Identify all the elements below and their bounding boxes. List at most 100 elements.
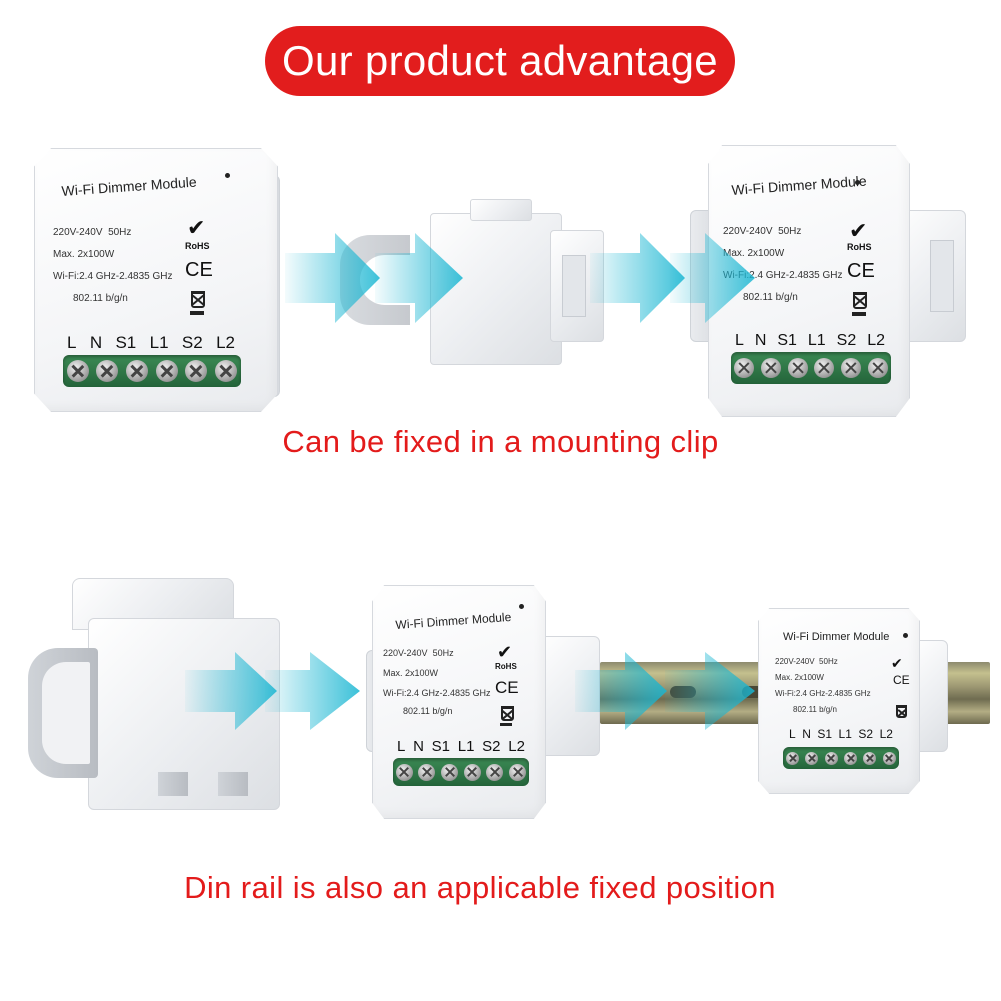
weee-bin-icon [191,291,205,308]
module-title: Wi-Fi Dimmer Module [395,609,512,632]
screw-terminal-icon [486,763,504,781]
rohs-mark: RoHS [495,662,517,671]
terminal-label: N [89,333,103,352]
terminal-label: N [413,738,424,755]
check-mark-icon: ✔ [891,655,903,671]
weee-bin-icon [853,292,867,309]
page-title: Our product advantage [265,26,735,96]
adapter-foot [158,772,188,796]
check-mark-icon: ✔ [187,215,206,240]
module-spec-voltage: 220V-240V 50Hz [723,226,802,237]
module-spec-wifi: Wi-Fi:2.4 GHz-2.4835 GHz [775,689,871,698]
terminal-label: S1 [777,332,797,349]
check-mark-icon: ✔ [497,642,513,662]
terminal-label: L [789,727,796,741]
check-mark-icon: ✔ [849,218,868,243]
screw-terminal-icon [66,360,89,382]
module-spec-voltage: 220V-240V 50Hz [53,227,132,238]
terminal-label: L2 [508,738,525,755]
module-title: Wi-Fi Dimmer Module [731,172,868,198]
arrow-right-icon [185,652,360,730]
screw-terminal-block [783,747,899,769]
module-spec-wifi: Wi-Fi:2.4 GHz-2.4835 GHz [723,270,843,281]
ce-mark: CE [185,259,213,281]
screw-terminal-icon [215,360,238,382]
terminal-label: L1 [838,727,852,741]
module-spec-wifi: Wi-Fi:2.4 GHz-2.4835 GHz [53,271,173,282]
rohs-mark: RoHS [185,241,210,251]
weee-bar [190,311,204,315]
arrow-right-icon [575,652,755,730]
module-indicator-dot [519,604,524,609]
module-spec-wifi: Wi-Fi:2.4 GHz-2.4835 GHz [383,688,491,698]
screw-terminal-icon [824,751,838,765]
screw-terminal-icon [734,358,755,378]
screw-terminal-icon [814,358,835,378]
terminal-labels: L N S1 L1 S2 L2 [67,333,235,353]
screw-terminal-icon [185,360,208,382]
screw-terminal-icon [155,360,178,382]
screw-terminal-icon [867,358,888,378]
adapter-side-inner [42,662,90,764]
caption-mounting-clip: Can be fixed in a mounting clip [282,424,719,459]
weee-bar [852,312,866,316]
module-spec-power: Max. 2x100W [723,248,785,259]
ce-mark: CE [847,260,875,282]
terminal-labels: L N S1 L1 S2 L2 [735,332,885,350]
screw-terminal-icon [863,751,877,765]
terminal-label: N [802,727,811,741]
terminal-label: L2 [216,333,235,352]
module-spec-power: Max. 2x100W [775,673,824,682]
module-spec-power: Max. 2x100W [53,249,115,260]
terminal-label: S1 [115,333,137,352]
screw-terminal-block [393,758,529,786]
din-rail-adapter [28,578,288,818]
terminal-label: L [735,332,744,349]
weee-bar [500,723,512,726]
dimmer-module: Wi-Fi Dimmer Module 220V-240V 50Hz Max. … [34,148,278,412]
module-spec-voltage: 220V-240V 50Hz [383,648,454,658]
dimmer-module: Wi-Fi Dimmer Module 220V-240V 50Hz Max. … [372,585,546,819]
adapter-foot [218,772,248,796]
module-title: Wi-Fi Dimmer Module [783,631,890,643]
screw-terminal-icon [787,358,808,378]
module-spec-standard: 802.11 b/g/n [73,293,128,304]
screw-terminal-icon [786,751,800,765]
screw-terminal-icon [395,763,413,781]
screw-terminal-icon [805,751,819,765]
weee-bin-icon [896,705,907,718]
mounting-clip [330,195,610,365]
ce-mark: CE [495,678,519,697]
terminal-label: L1 [457,738,475,755]
module-spec-standard: 802.11 b/g/n [403,706,453,716]
clip-side-slot [930,240,954,312]
arrow-right-icon [285,233,463,323]
screw-terminal-block [63,355,241,387]
screw-terminal-icon [441,763,459,781]
terminal-label: S2 [836,332,857,349]
screw-terminal-icon [418,763,436,781]
terminal-label: S1 [817,727,833,741]
clip-top-tab [470,199,532,221]
rohs-mark: RoHS [847,242,872,252]
screw-terminal-icon [509,763,527,781]
module-indicator-dot [903,633,908,638]
terminal-label: L [67,333,77,352]
terminal-label: L1 [807,332,826,349]
screw-terminal-icon [96,360,119,382]
clip-side-slot [562,255,586,317]
terminal-label: S2 [482,738,501,755]
screw-terminal-icon [463,763,481,781]
weee-bin-icon [501,706,514,721]
screw-terminal-icon [882,751,896,765]
caption-din-rail: Din rail is also an applicable fixed pos… [184,870,776,905]
terminal-label: L2 [867,332,885,349]
arrow-right-icon [590,233,755,323]
terminal-label: L [397,738,406,755]
terminal-labels: L N S1 L1 S2 L2 [397,738,525,755]
terminal-label: S2 [181,333,203,352]
module-indicator-dot [225,173,230,178]
ce-mark: CE [893,673,910,687]
screw-terminal-icon [126,360,149,382]
terminal-label: S2 [858,727,874,741]
